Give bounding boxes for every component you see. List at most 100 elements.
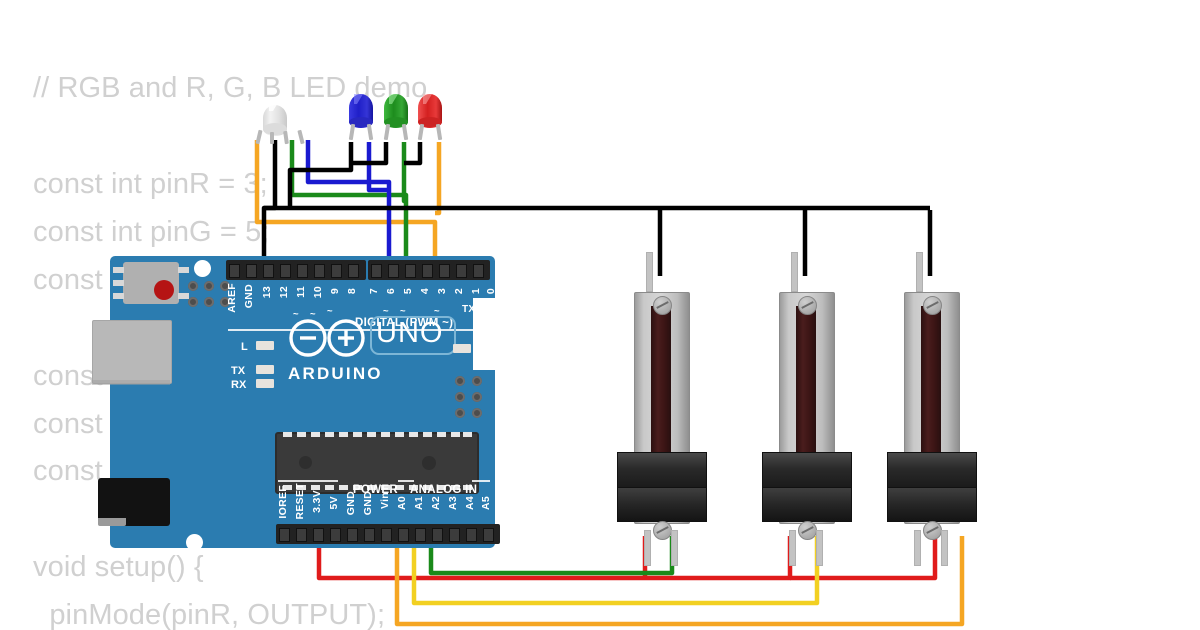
arduino-uno-board[interactable]: AREF GND 13 12 11 10 9 8 7 6 5 4 3 2 1 0… [92, 256, 502, 551]
rx-led [256, 379, 274, 388]
usb-shadow [92, 380, 170, 385]
mounting-hole [194, 260, 211, 277]
pwm-marker: ~ [327, 306, 333, 317]
pot1-lead-top [646, 252, 653, 292]
atmega328-chip [275, 432, 479, 494]
on-led-label: ON [474, 344, 492, 358]
pin-label-11: 11 [295, 286, 307, 298]
pwm-marker: ~ [383, 306, 389, 317]
code-line: const int pinR = 3; [33, 168, 268, 200]
pin-label-8: 8 [346, 288, 358, 295]
board-pcb [110, 256, 495, 548]
pot3-lead-top [916, 252, 923, 292]
tx-led [256, 365, 274, 374]
pin-label-6: 6 [385, 288, 397, 295]
pot3-screw-bottom [923, 521, 942, 540]
pin-label-a2: A2 [430, 496, 442, 511]
arduino-brand-text: ARDUINO [288, 364, 383, 383]
pin-label-13: 13 [261, 286, 273, 299]
pin-label-1: 1 [470, 288, 482, 295]
arduino-infinity-logo [289, 319, 365, 357]
pot3-lead-left [914, 530, 921, 566]
pot2-knob-upper[interactable] [762, 452, 852, 488]
icsp-header[interactable] [455, 376, 485, 422]
led-label-l: L [241, 341, 248, 353]
on-led [453, 344, 471, 353]
pin-label-reset: RESET [294, 483, 306, 520]
rgb-led[interactable] [247, 88, 311, 145]
pin-label-a1: A1 [413, 496, 425, 511]
analog-header-label: ANALOG IN [410, 484, 478, 496]
pot3-lead-right [941, 530, 948, 566]
pin-label-0: 0 [485, 288, 497, 295]
pot2-lead-right [816, 530, 823, 566]
reset-button-cap[interactable] [154, 280, 174, 300]
mounting-hole [186, 534, 203, 551]
code-line: const [33, 360, 103, 392]
pin-label-4: 4 [419, 288, 431, 295]
l-led [256, 341, 274, 350]
pot2-screw-top [798, 296, 817, 315]
pot3-knob-lower[interactable] [887, 487, 977, 522]
pot2-lead-left [789, 530, 796, 566]
power-header-label: POWER [353, 484, 398, 496]
code-line: pinMode(pinR, OUTPUT); [33, 599, 386, 630]
pot1-knob-lower[interactable] [617, 487, 707, 522]
pin-label-12: 12 [278, 286, 290, 299]
icsp2-header[interactable] [188, 281, 230, 309]
usb-connector [92, 320, 172, 384]
pwm-marker: ~ [400, 306, 406, 317]
pin-label-9: 9 [329, 288, 341, 295]
digital-header-label: DIGITAL (PWM ~) [355, 317, 454, 329]
pwm-marker: ~ [310, 309, 316, 320]
green-led[interactable] [380, 88, 412, 144]
digital-header-right[interactable] [368, 260, 490, 280]
code-line: const [33, 455, 103, 487]
chip-pin1-marker [299, 456, 312, 469]
pot1-lead-right [671, 530, 678, 566]
red-led[interactable] [414, 88, 446, 144]
pot2-knob-lower[interactable] [762, 487, 852, 522]
pot1-screw-bottom [653, 521, 672, 540]
pin-label-3: 3 [436, 288, 448, 295]
pin-label-gnd: GND [243, 284, 255, 309]
pwm-marker: ~ [434, 306, 440, 317]
slide-pot-2[interactable] [762, 252, 852, 566]
reset-leg [178, 293, 189, 299]
mounting-hole [485, 342, 502, 359]
code-line: const [33, 408, 103, 440]
led-label-tx: TX [231, 365, 246, 377]
pwm-marker: ~ [293, 309, 299, 320]
reset-button[interactable] [113, 262, 189, 304]
slide-pot-1[interactable] [617, 252, 707, 566]
pot2-lead-top [791, 252, 798, 292]
pin-label-a4: A4 [464, 496, 476, 511]
pot1-screw-top [653, 296, 672, 315]
power-header[interactable] [276, 524, 398, 544]
pin-label-a5: A5 [480, 496, 492, 511]
power-jack-lip [98, 518, 126, 526]
pin-label-a3: A3 [447, 496, 459, 511]
pot1-knob-upper[interactable] [617, 452, 707, 488]
pot3-knob-upper[interactable] [887, 452, 977, 488]
analog-header[interactable] [395, 524, 500, 544]
pin-label-aref: AREF [226, 283, 238, 313]
led-label-rx: RX [231, 379, 247, 391]
pin-label-5: 5 [402, 288, 414, 295]
pin-label-ioref: IOREF [277, 485, 289, 519]
rx-pin-label: RX [479, 304, 494, 315]
digital-header-left[interactable] [226, 260, 366, 280]
pot2-screw-bottom [798, 521, 817, 540]
uno-badge [370, 316, 456, 355]
slide-pot-3[interactable] [887, 252, 977, 566]
code-line: const [33, 264, 103, 296]
code-line: void setup() { [33, 551, 204, 583]
reset-leg [113, 267, 124, 273]
reset-leg [178, 267, 189, 273]
blue-led[interactable] [345, 88, 377, 144]
uno-model-text: UNO [376, 317, 444, 349]
pot1-lead-left [644, 530, 651, 566]
code-line: // RGB and R, G, B LED demo [33, 72, 428, 104]
